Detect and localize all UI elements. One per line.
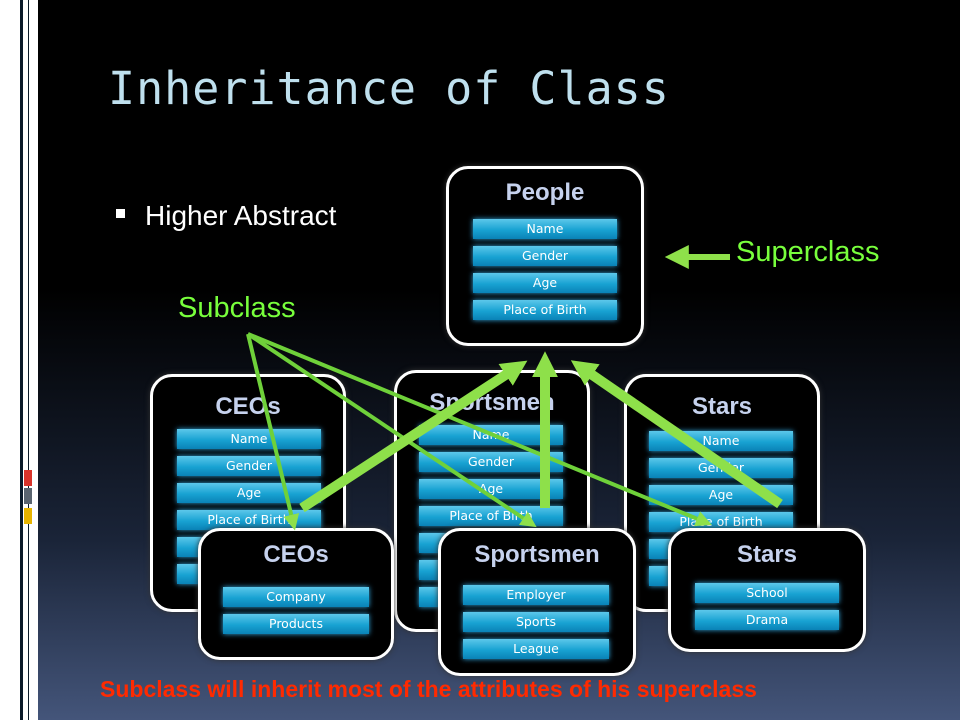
stars-inherited-title: Stars (691, 393, 753, 420)
people-class-box: People Name Gender Age Place of Birth (446, 166, 644, 346)
decor-square-yellow (24, 508, 32, 524)
slide-title: Inheritance of Class (108, 62, 670, 115)
people-class-title: People (505, 179, 585, 206)
decor-square-red (24, 470, 32, 486)
people-attr-gender: Gender (473, 246, 617, 266)
subclass-pointer-sportsmen (246, 332, 537, 528)
ceos-class-box: CEOs Company Products (198, 528, 394, 660)
decor-line (20, 0, 23, 720)
subclass-pointer-ceos (246, 333, 300, 531)
superclass-label: Superclass (736, 236, 880, 268)
stars-class-box: Stars School Drama (668, 528, 866, 652)
people-attr-place-of-birth: Place of Birth (473, 300, 617, 320)
bullet-text: Higher Abstract (145, 200, 337, 231)
subclass-pointer-stars (247, 332, 712, 527)
ceos-inherited-attr-name: Name (177, 429, 321, 449)
ceos-inherited-attr-gender: Gender (177, 456, 321, 476)
subclass-label: Subclass (178, 292, 296, 324)
ceos-attr-products: Products (223, 614, 369, 634)
sportsmen-attr-employer: Employer (463, 585, 609, 605)
stars-attr-drama: Drama (695, 610, 839, 630)
stars-attr-school: School (695, 583, 839, 603)
left-decor-bar (0, 0, 38, 720)
inherit-arrow-stars (570, 360, 783, 509)
people-attr-age: Age (473, 273, 617, 293)
stars-class-title: Stars (736, 541, 798, 568)
sportsmen-class-title: Sportsmen (474, 541, 600, 568)
people-attr-name: Name (473, 219, 617, 239)
ceos-attr-company: Company (223, 587, 369, 607)
bullet-item: Higher Abstract (116, 200, 336, 232)
sportsmen-inherited-attr-gender: Gender (419, 452, 563, 472)
footer-note: Subclass will inherit most of the attrib… (100, 676, 757, 702)
inherit-arrow-ceos (299, 360, 528, 513)
sportsmen-attr-sports: Sports (463, 612, 609, 632)
sportsmen-class-box: Sportsmen Employer Sports League (438, 528, 636, 676)
sportsmen-attr-league: League (463, 639, 609, 659)
decor-square-gray (24, 488, 32, 504)
ceos-inherited-title: CEOs (215, 393, 281, 420)
bullet-square-icon (116, 209, 125, 219)
ceos-class-title: CEOs (263, 541, 329, 568)
decor-line-thin (28, 0, 29, 720)
